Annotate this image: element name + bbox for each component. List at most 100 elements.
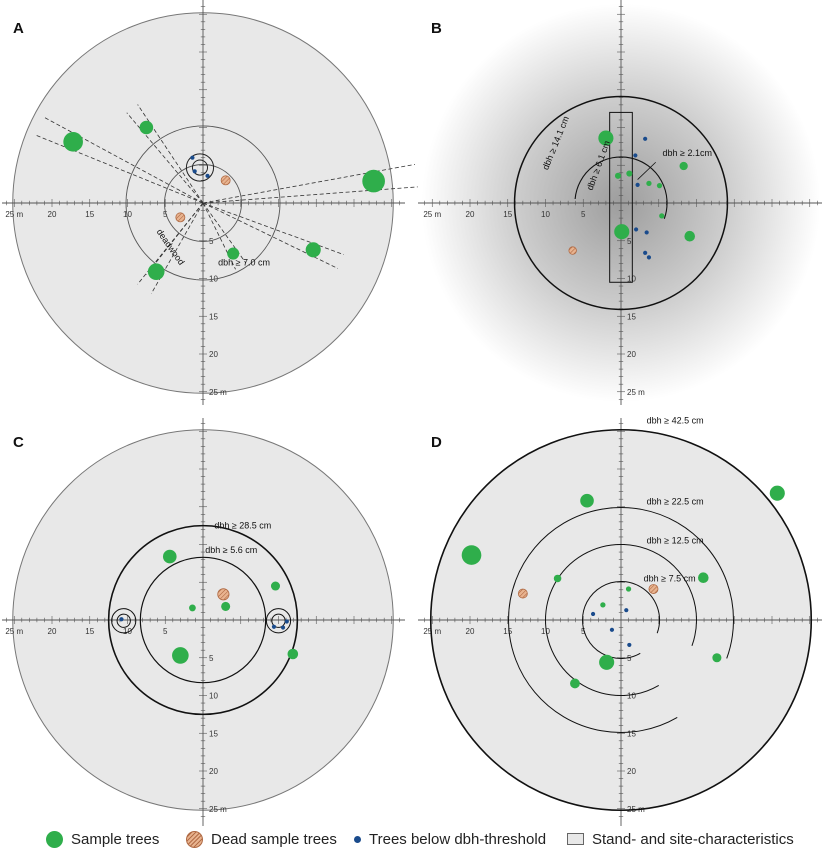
plot-ring-arc (640, 586, 660, 634)
sample-tree (221, 601, 231, 611)
y-tick-label: 25 m (627, 388, 645, 397)
tree-below-threshold (205, 173, 210, 178)
sample-tree (461, 545, 482, 565)
sample-tree (626, 170, 633, 177)
y-tick-label: 5 (209, 237, 214, 246)
x-tick-label: 25 m (5, 627, 23, 636)
plot-ring (139, 556, 267, 684)
dead-sample-tree (217, 588, 230, 601)
x-tick-label: 15 (503, 210, 512, 219)
dbh-label: dbh ≥ 42.5 cm (647, 416, 704, 426)
y-tick-label: 20 (627, 350, 636, 359)
dbh-label: dbh ≥ 7.5 cm (644, 573, 696, 583)
x-tick-label: 5 (581, 627, 586, 636)
dead-sample-tree (175, 212, 186, 223)
dbh-label: dbh ≥ 5.6 cm (205, 545, 257, 555)
x-tick-label: 20 (466, 627, 475, 636)
tree-below-threshold (624, 608, 629, 613)
tree-below-threshold (643, 250, 648, 255)
sample-tree (305, 242, 321, 258)
tree-below-threshold (192, 169, 197, 174)
plot-ring-arc (676, 522, 734, 659)
sight-line (36, 135, 204, 204)
plot-ring-arc (545, 544, 659, 696)
dbh-label: dbh ≥ 28.5 cm (214, 521, 271, 531)
y-tick-label: 15 (627, 312, 636, 321)
x-tick-label: 10 (541, 210, 550, 219)
strip-plot (609, 111, 633, 283)
dbh-label: dbh ≥ 22.5 cm (647, 496, 704, 506)
legend-label: Sample trees (71, 830, 160, 848)
deadwood-line (146, 202, 204, 275)
sample-tree (598, 130, 614, 146)
x-tick-label: 15 (85, 627, 94, 636)
y-tick-label: 5 (627, 237, 632, 246)
panel-letter: C (13, 434, 24, 451)
small-plot-outer (111, 608, 137, 634)
tree-below-threshold (609, 627, 615, 632)
sample-tree (147, 263, 165, 281)
y-tick-label: 15 (209, 729, 218, 738)
x-tick-label: 25 m (5, 210, 23, 219)
sample-tree (270, 581, 281, 591)
y-tick-label: 20 (209, 350, 218, 359)
tree-below-threshold (643, 136, 648, 141)
x-tick-label: 25 m (423, 627, 441, 636)
sample-tree (570, 678, 580, 689)
sample-tree (189, 604, 196, 612)
x-tick-label: 15 (85, 210, 94, 219)
y-tick-label: 25 m (209, 805, 227, 814)
legend-label: Trees below dbh-threshold (369, 830, 547, 848)
x-tick-label: 5 (581, 210, 586, 219)
sight-line (202, 164, 415, 204)
sample-tree (659, 213, 665, 219)
panel-letter: D (431, 434, 442, 451)
tree-below-threshold (284, 619, 289, 624)
x-tick-label: 20 (466, 210, 475, 219)
dbh-label: dbh ≥ 7.0 cm (218, 258, 270, 268)
sample-tree (600, 602, 606, 608)
y-tick-label: 15 (627, 729, 636, 738)
sight-line (44, 117, 204, 204)
panel-letter: A (13, 20, 24, 37)
panel-letter: B (431, 20, 442, 37)
tree-below-threshold (627, 642, 632, 648)
sample-tree (679, 161, 688, 171)
tree-below-threshold (280, 625, 286, 630)
label-leader (637, 161, 657, 180)
small-plot-outer (185, 153, 215, 182)
y-tick-label: 5 (209, 654, 214, 663)
sample-tree (362, 169, 385, 193)
legend-label: Stand- and site-characteristics (592, 830, 794, 848)
plot-ring (574, 156, 668, 219)
radius-arc (196, 128, 281, 281)
x-tick-label: 5 (163, 627, 168, 636)
dead-sample-tree (648, 584, 659, 594)
sample-tree (684, 230, 695, 242)
radius-arc (192, 164, 242, 242)
sample-tree (614, 172, 621, 179)
plot-ring-arc (508, 507, 678, 733)
plot-ring-arc (658, 554, 697, 646)
legend-label: Dead sample trees (211, 830, 337, 848)
small-plot-outer (265, 608, 292, 634)
plot-ring (429, 428, 813, 812)
sample-tree (599, 654, 615, 670)
sight-line (202, 202, 344, 255)
tree-below-threshold (119, 617, 124, 622)
plot-ring-arc (581, 580, 641, 660)
stand-characteristics-swatch (567, 833, 584, 845)
sample-tree (646, 180, 652, 187)
sample-tree (769, 485, 785, 501)
dbh-label: dbh ≥ 2.1cm (663, 148, 712, 158)
sight-line (202, 202, 339, 269)
y-tick-label: 5 (627, 654, 632, 663)
sample-tree (712, 653, 722, 663)
x-tick-label: 25 m (423, 210, 441, 219)
plot-ring (513, 95, 729, 311)
dead-sample-tree (517, 588, 528, 599)
x-tick-label: 20 (48, 627, 57, 636)
x-tick-label: 10 (123, 627, 132, 636)
